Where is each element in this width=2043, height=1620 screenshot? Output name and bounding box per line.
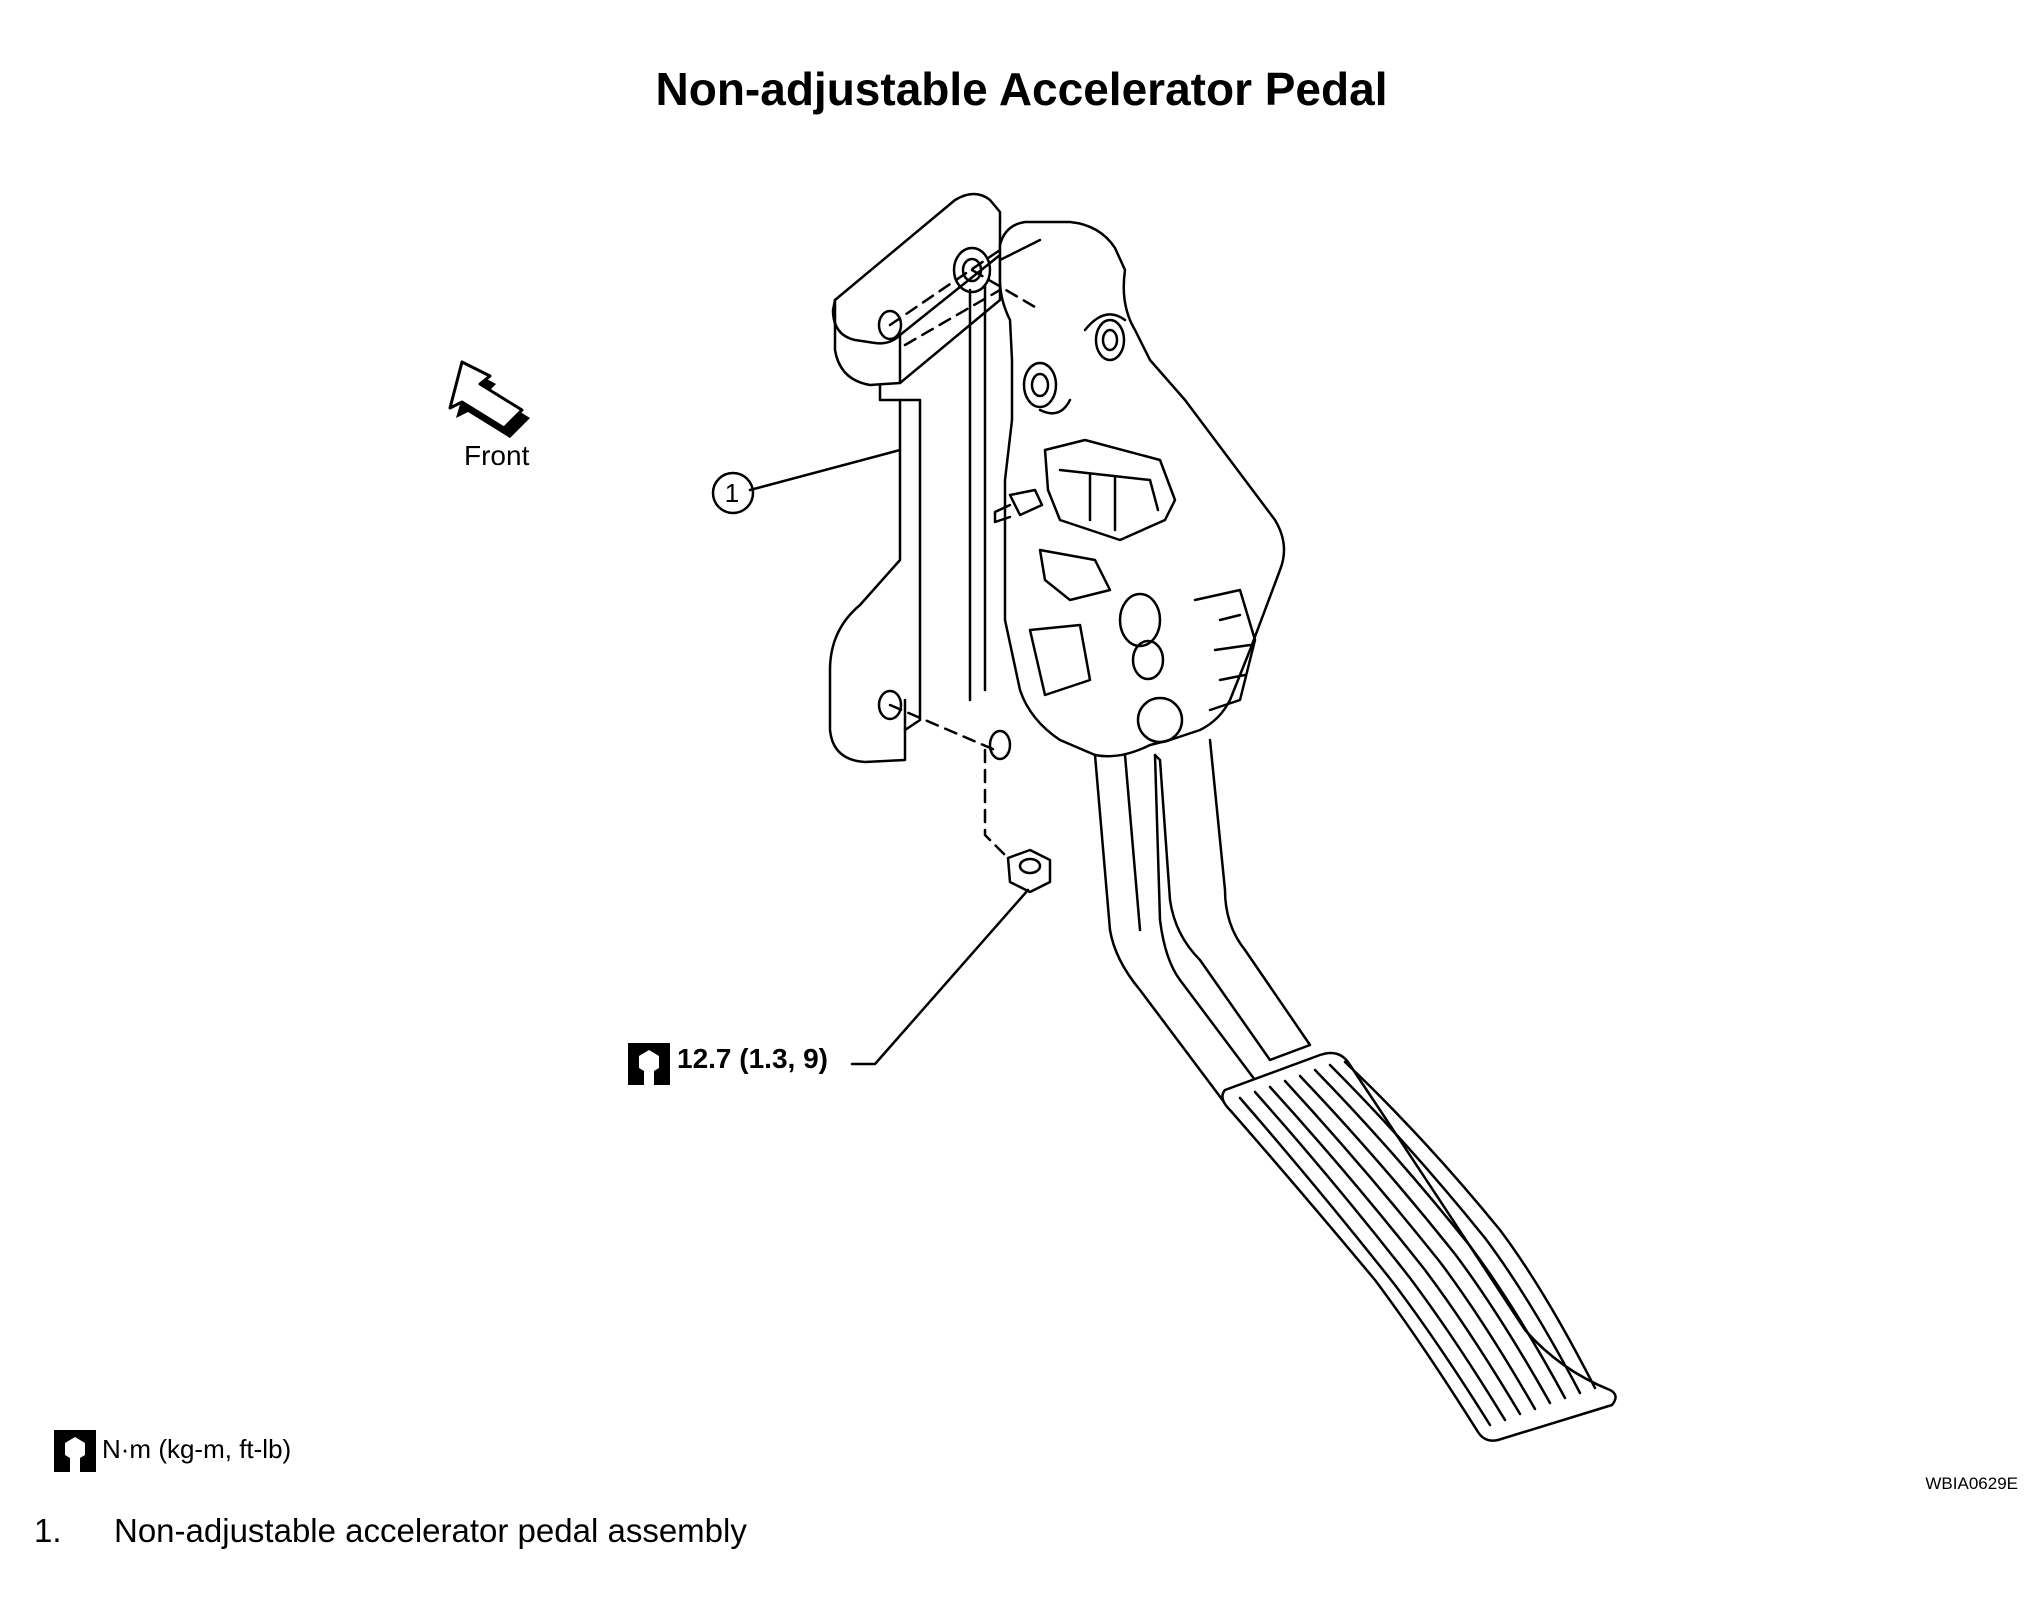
part-number: 1. xyxy=(34,1512,62,1549)
diagram-title: Non-adjustable Accelerator Pedal xyxy=(655,63,1388,115)
pedal-housing xyxy=(988,220,1286,761)
mounting-bracket xyxy=(828,192,1002,764)
torque-units-legend: N·m (kg-m, ft-lb) xyxy=(102,1434,292,1464)
callout-number: 1 xyxy=(724,478,740,508)
callout-circle xyxy=(711,471,755,515)
part-description: Non-adjustable accelerator pedal assembl… xyxy=(114,1512,747,1549)
mounting-nut xyxy=(1006,848,1052,894)
torque-leader-line xyxy=(850,888,1030,1066)
torque-wrench-icon xyxy=(628,1043,670,1085)
torque-spec-label: 12.7 (1.3, 9) xyxy=(677,1043,828,1074)
front-direction-label: Front xyxy=(464,440,530,471)
legend-torque-wrench-icon xyxy=(54,1430,96,1472)
parts-list: 1. Non-adjustable accelerator pedal asse… xyxy=(34,1512,747,1550)
assembly-dashed-lines xyxy=(888,248,1042,862)
pedal-arm xyxy=(1093,738,1312,1112)
callout-leader-line xyxy=(748,448,902,492)
figure-reference-code: WBIA0629E xyxy=(1925,1474,2018,1493)
pedal-pad xyxy=(1221,1051,1617,1442)
parts-list-item: 1. Non-adjustable accelerator pedal asse… xyxy=(34,1512,747,1550)
front-arrow-icon xyxy=(448,360,530,438)
